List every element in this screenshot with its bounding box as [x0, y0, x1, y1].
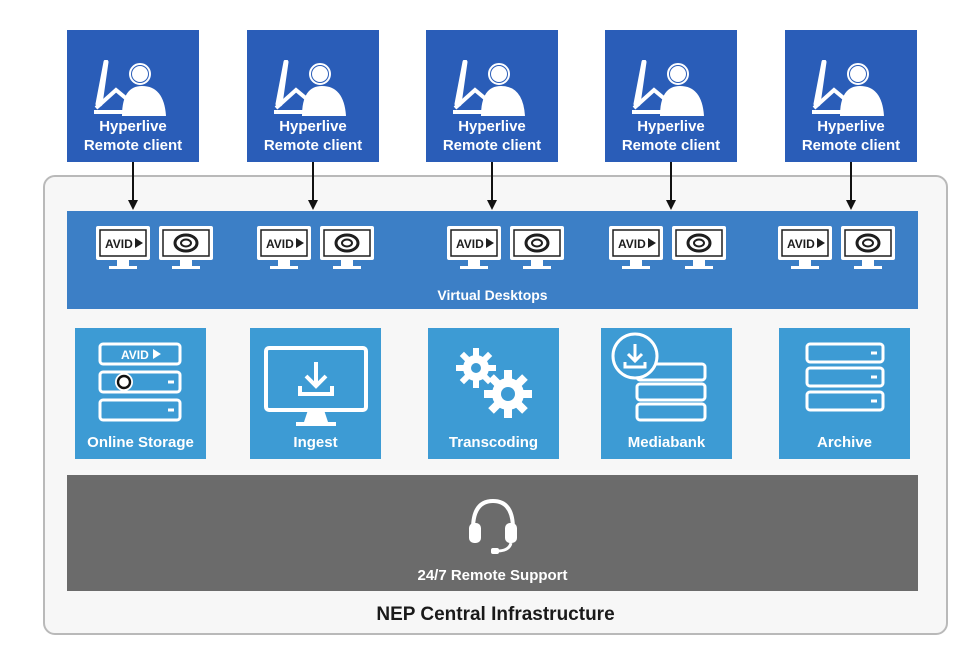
client-subtitle: Remote client: [621, 137, 721, 154]
service-label: Ingest: [293, 434, 338, 451]
client-subtitle: Remote client: [263, 137, 363, 154]
service-mediabank: Mediabank: [601, 328, 732, 459]
support-label: 24/7 Remote Support: [417, 567, 568, 584]
remote-client-3: Hyperlive Remote client: [426, 30, 558, 162]
service-label: Mediabank: [627, 434, 706, 451]
client-title: Hyperlive: [458, 118, 526, 135]
monitor-download-icon: [264, 346, 368, 426]
operator-headset-icon: [812, 60, 884, 116]
service-label: Archive: [816, 434, 873, 451]
server-download-icon: [611, 332, 707, 422]
client-subtitle: Remote client: [801, 137, 901, 154]
service-transcoding: Transcoding: [428, 328, 559, 459]
avid-monitor-icon: AVID: [257, 226, 311, 269]
client-subtitle: Remote client: [442, 137, 542, 154]
avid-monitor-icon: AVID: [609, 226, 663, 269]
remote-client-2: Hyperlive Remote client: [247, 30, 379, 162]
creative-cloud-monitor-icon: [320, 226, 374, 269]
headset-icon: [469, 498, 517, 554]
avid-logo-text: AVID: [105, 237, 133, 251]
server-stack-avid-cc-icon: AVID: [98, 342, 182, 422]
service-online-storage: AVID Online Storage: [75, 328, 206, 459]
client-title: Hyperlive: [817, 118, 885, 135]
server-stack-icon: [805, 342, 885, 412]
avid-monitor-icon: AVID: [778, 226, 832, 269]
remote-client-5: Hyperlive Remote client: [785, 30, 917, 162]
client-subtitle: Remote client: [83, 137, 183, 154]
creative-cloud-monitor-icon: [510, 226, 564, 269]
virtual-desktops-label: Virtual Desktops: [437, 287, 548, 303]
client-title: Hyperlive: [637, 118, 705, 135]
creative-cloud-monitor-icon: [672, 226, 726, 269]
avid-logo-text: AVID: [787, 237, 815, 251]
service-label: Online Storage: [87, 434, 194, 451]
avid-logo-text: AVID: [121, 348, 149, 362]
arrow-2: [308, 162, 318, 210]
avid-monitor-icon: AVID: [96, 226, 150, 269]
service-archive: Archive: [779, 328, 910, 459]
gears-icon: [456, 348, 532, 418]
arrow-3: [487, 162, 497, 210]
creative-cloud-monitor-icon: [159, 226, 213, 269]
service-ingest: Ingest: [250, 328, 381, 459]
arrow-1: [128, 162, 138, 210]
arrow-5: [846, 162, 856, 210]
avid-logo-text: AVID: [266, 237, 294, 251]
client-title: Hyperlive: [99, 118, 167, 135]
arrow-4: [666, 162, 676, 210]
remote-client-1: Hyperlive Remote client: [67, 30, 199, 162]
remote-client-4: Hyperlive Remote client: [605, 30, 737, 162]
avid-monitor-icon: AVID: [447, 226, 501, 269]
operator-headset-icon: [274, 60, 346, 116]
service-label: Transcoding: [448, 434, 539, 451]
infrastructure-title: NEP Central Infrastructure: [376, 604, 615, 625]
client-title: Hyperlive: [279, 118, 347, 135]
operator-headset-icon: [94, 60, 166, 116]
avid-logo-text: AVID: [618, 237, 646, 251]
remote-support-band: 24/7 Remote Support: [67, 475, 918, 591]
creative-cloud-monitor-icon: [841, 226, 895, 269]
operator-headset-icon: [453, 60, 525, 116]
avid-logo-text: AVID: [456, 237, 484, 251]
operator-headset-icon: [632, 60, 704, 116]
